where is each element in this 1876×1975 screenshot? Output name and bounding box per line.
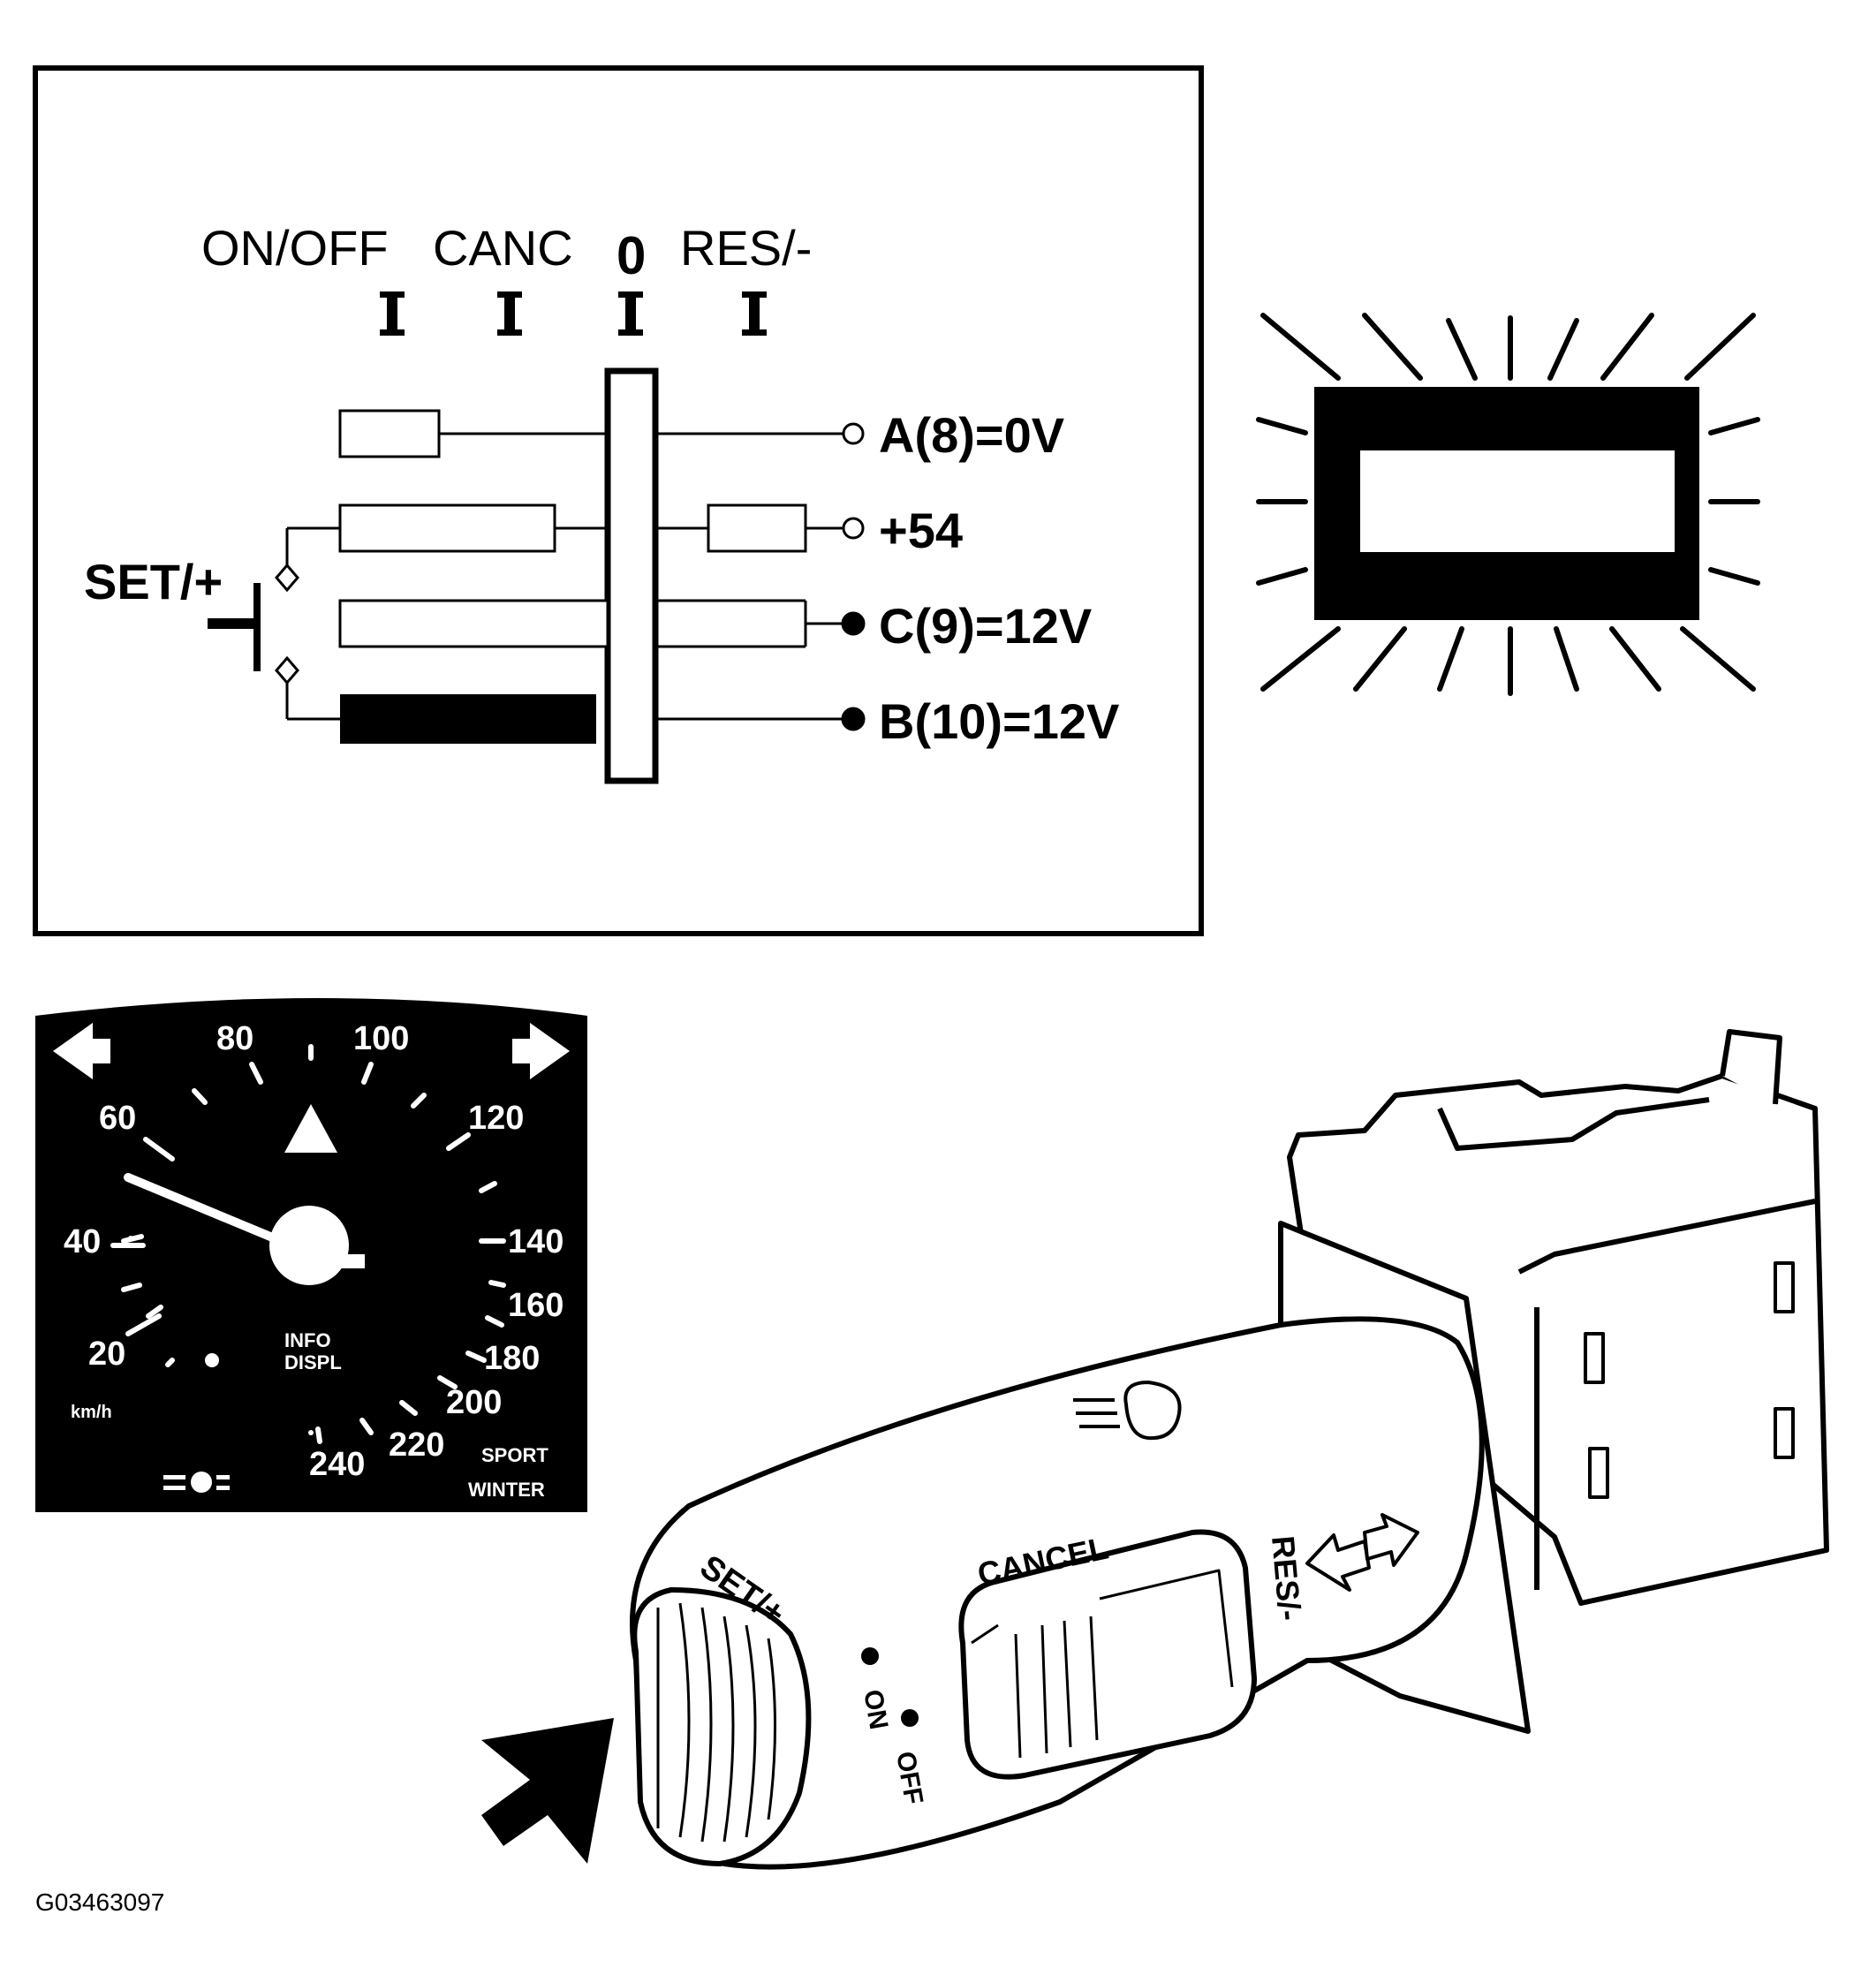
off-indicator-dot [901, 1709, 919, 1727]
speed-label-80: 80 [216, 1020, 253, 1057]
displ-label: DISPL [284, 1351, 342, 1373]
set-knob [632, 1587, 812, 1866]
figure-code: G03463097 [35, 1888, 164, 1916]
position-markers [380, 291, 767, 336]
cruise-control-stalk [630, 1029, 1829, 1870]
speed-label-240: 240 [309, 1446, 365, 1483]
terminal-54-open [842, 517, 865, 540]
contact-b-left-active [340, 694, 596, 744]
on-indicator-dot [861, 1647, 879, 1665]
button-label-set: SET/+ [84, 554, 223, 609]
speed-label-180: 180 [484, 1340, 540, 1377]
speedometer-hub [269, 1206, 349, 1285]
contact-c-left [338, 599, 609, 648]
switch-schematic: ON/OFF CANC 0 RES/- [33, 65, 1204, 936]
contact-54-left [338, 503, 556, 553]
position-label-zero: 0 [617, 226, 646, 285]
position-marker-zero [618, 291, 643, 336]
terminal-b-closed [841, 707, 866, 731]
speed-label-200: 200 [446, 1384, 502, 1421]
headlight-flash-icon [1073, 1381, 1182, 1441]
pointer-arrow-icon [481, 1718, 614, 1864]
stalk-label-res: RES/- [1265, 1534, 1308, 1622]
flashing-indicator-icon [1256, 313, 1760, 696]
position-marker-res [742, 291, 767, 336]
speed-label-140: 140 [508, 1223, 564, 1260]
speed-label-220: 220 [389, 1426, 444, 1464]
speed-label-60: 60 [99, 1100, 136, 1137]
sport-label: SPORT [481, 1444, 548, 1466]
arrow-right-icon [1363, 1513, 1419, 1567]
unit-label: km/h [71, 1403, 112, 1422]
speed-label-20: 20 [88, 1336, 125, 1373]
winter-label: WINTER [468, 1479, 545, 1501]
speedometer: 20 40 60 80 100 120 140 160 180 200 220 … [35, 998, 587, 1512]
position-marker-on-off [380, 291, 405, 336]
turn-right-arrow-icon [512, 1023, 570, 1079]
warning-triangle-icon [284, 1104, 337, 1153]
position-label-canc: CANC [433, 220, 573, 276]
info-label: INFO [284, 1329, 331, 1351]
fog-lamp-icon [163, 1472, 230, 1493]
contact-a-left [338, 409, 441, 458]
button-contact-lower [275, 655, 299, 685]
speedometer-needle [124, 1173, 285, 1245]
terminal-label-c: C(9)=12V [879, 598, 1092, 654]
speed-label-160: 160 [508, 1287, 564, 1324]
terminal-label-b: B(10)=12V [879, 693, 1119, 749]
speed-label-120: 120 [468, 1100, 524, 1137]
position-label-res: RES/- [680, 220, 812, 276]
turn-left-arrow-icon [53, 1023, 110, 1079]
terminal-label-a: A(8)=0V [879, 407, 1064, 463]
terminal-label-54: +54 [879, 503, 963, 558]
speed-label-40: 40 [64, 1223, 101, 1260]
slider-bar [604, 367, 659, 784]
button-contact-upper [275, 563, 299, 593]
contact-54-right [707, 503, 807, 553]
stalk-label-on: ON [858, 1687, 893, 1731]
terminal-c-closed [841, 611, 866, 636]
speed-label-100: 100 [353, 1020, 409, 1057]
position-label-on-off: ON/OFF [201, 220, 389, 276]
set-button-symbol [208, 583, 261, 671]
terminal-a-open [842, 422, 865, 445]
position-marker-canc [497, 291, 522, 336]
